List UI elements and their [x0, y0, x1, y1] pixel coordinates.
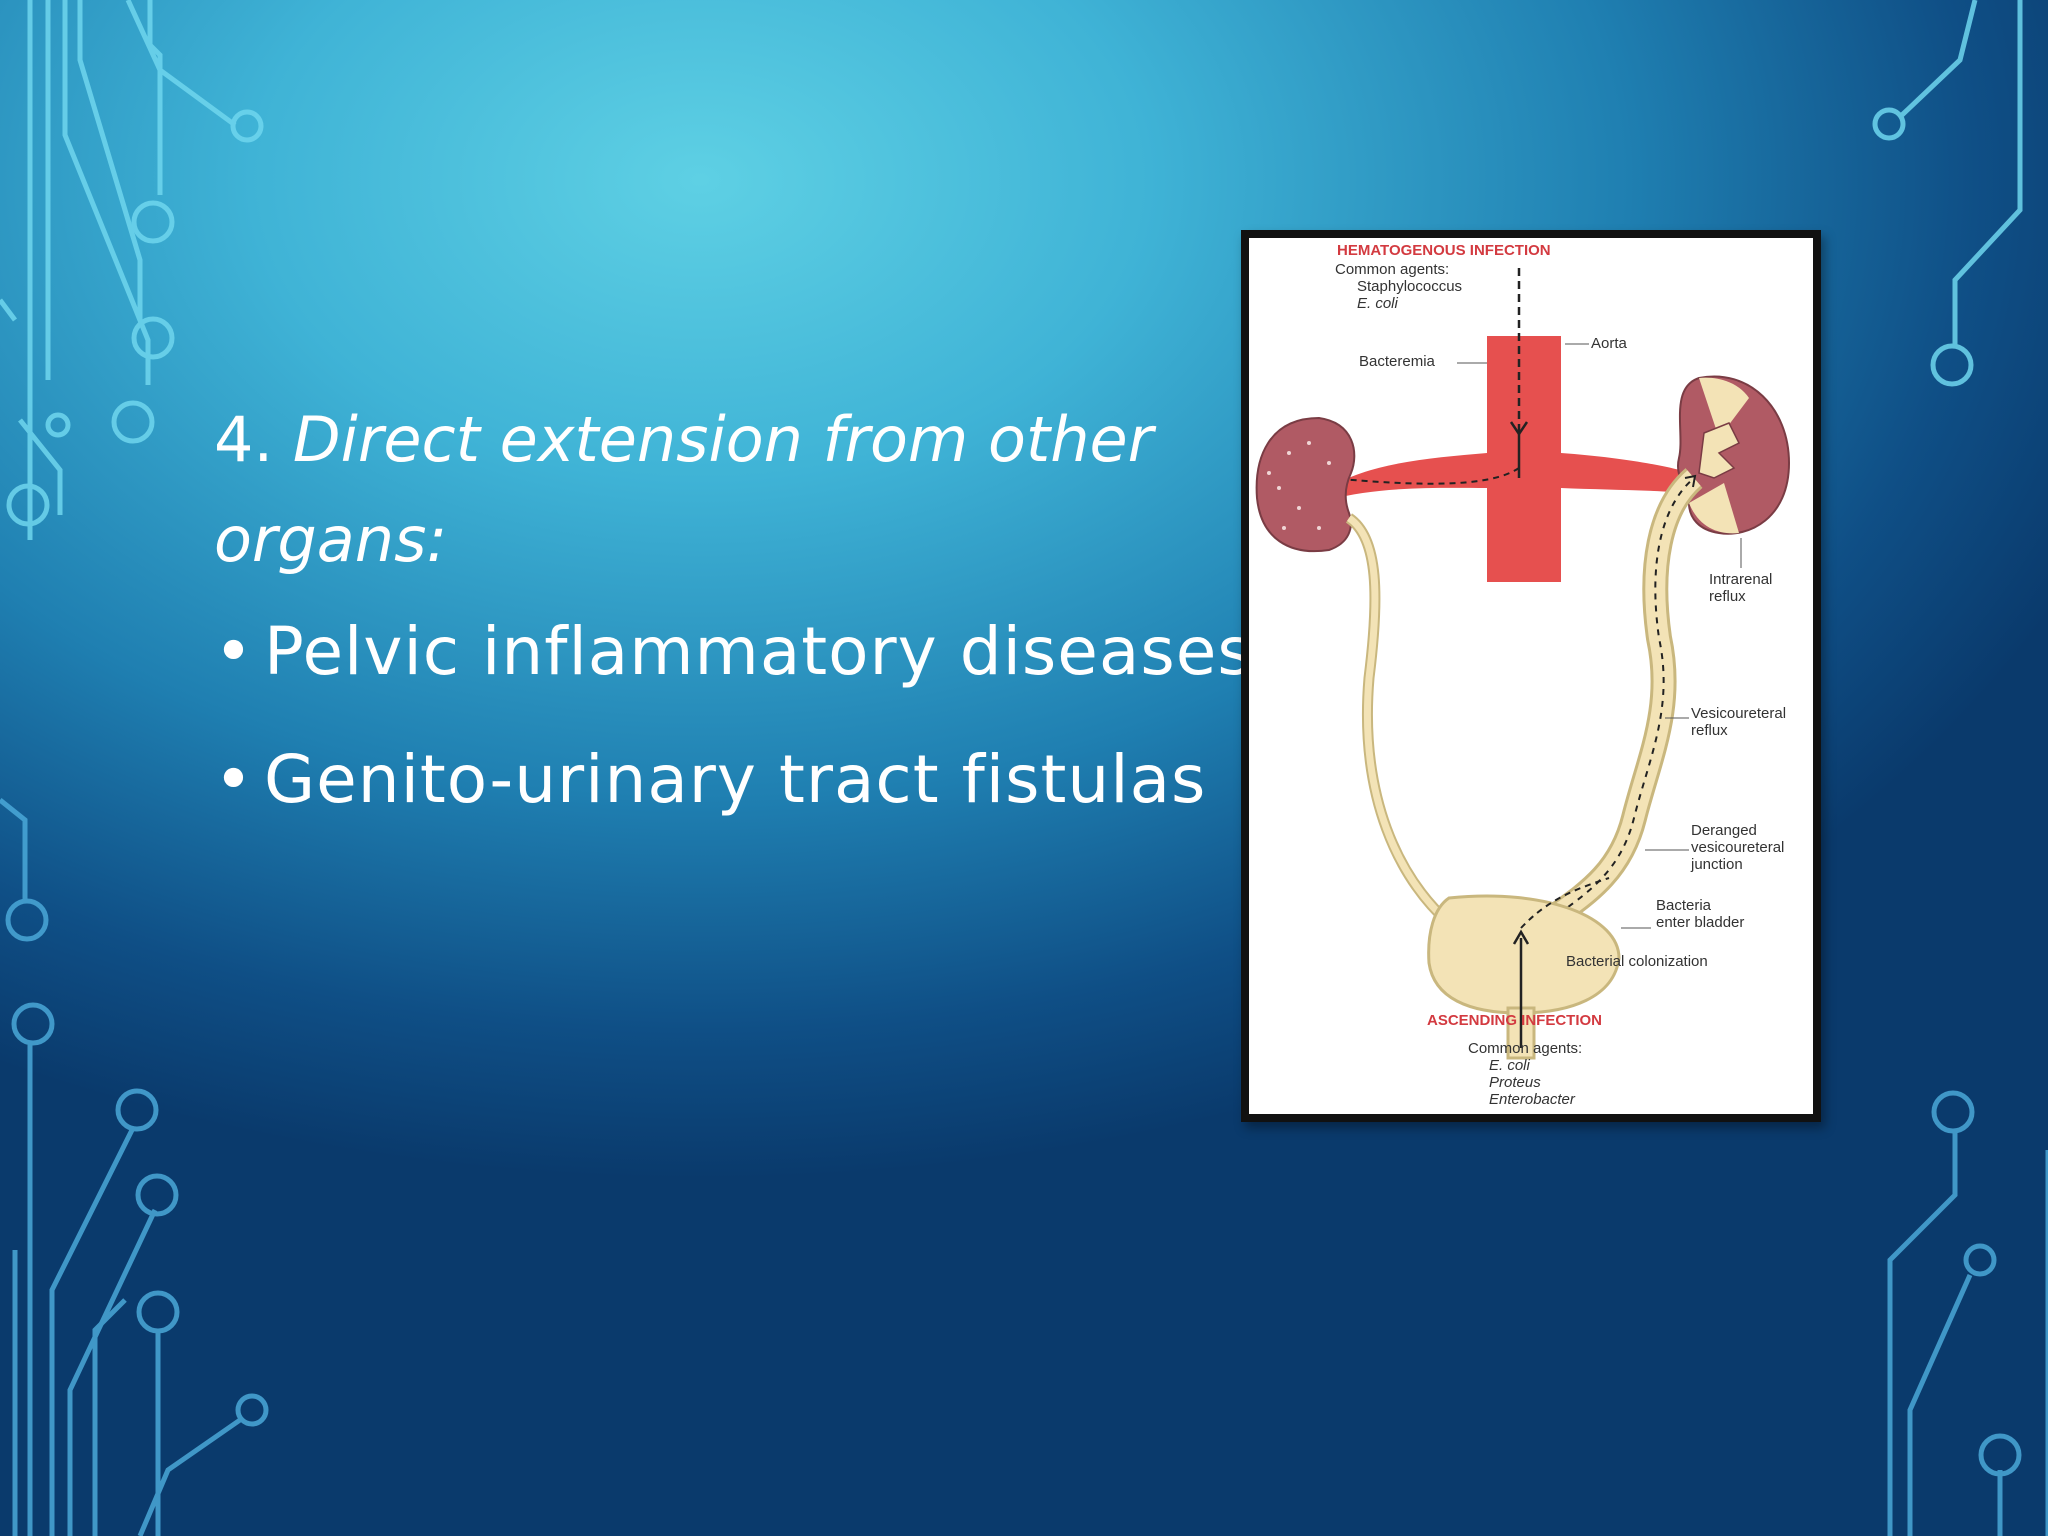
slide-heading: 4. Direct extension from other organs:	[214, 390, 1234, 590]
aorta-label: Aorta	[1591, 335, 1628, 352]
bacteria-label: Bacteria	[1656, 897, 1712, 914]
bottom-agent: E. coli	[1489, 1057, 1531, 1074]
intrarenal-label: Intrarenal	[1709, 571, 1772, 588]
bacteremia-label: Bacteremia	[1359, 353, 1436, 370]
infection-diagram: HEMATOGENOUS INFECTION Common agents: St…	[1241, 230, 1821, 1122]
bottom-agents-label: Common agents:	[1468, 1040, 1582, 1057]
bullet-icon: •	[214, 741, 254, 818]
colonization-label: Bacterial colonization	[1566, 953, 1708, 970]
right-kidney	[1676, 375, 1791, 535]
deranged-label: Deranged	[1691, 822, 1757, 839]
top-agent: E. coli	[1357, 295, 1399, 312]
bottom-agent: Proteus	[1489, 1074, 1541, 1091]
heading-number: 4.	[214, 403, 274, 476]
bullet-list: •Pelvic inflammatory diseases •Genito-ur…	[214, 612, 1252, 820]
bacteria-label-2: enter bladder	[1656, 914, 1744, 931]
heading-text: Direct extension from other organs:	[214, 403, 1154, 576]
list-item: •Pelvic inflammatory diseases	[214, 612, 1252, 692]
list-item: •Genito-urinary tract fistulas	[214, 740, 1234, 820]
bullet-text: Pelvic inflammatory diseases	[264, 613, 1253, 690]
bottom-agent: Enterobacter	[1489, 1091, 1576, 1108]
bullet-icon: •	[214, 613, 254, 690]
bladder	[1427, 894, 1621, 1060]
top-agents-label: Common agents:	[1335, 261, 1449, 278]
ascending-title: ASCENDING INFECTION	[1427, 1012, 1602, 1029]
top-agent: Staphylococcus	[1357, 278, 1462, 295]
slide-content: 4. Direct extension from other organs: •…	[214, 390, 1252, 868]
aorta-shape	[1329, 336, 1699, 582]
deranged-label-2: vesicoureteral	[1691, 839, 1784, 856]
left-kidney	[1255, 416, 1356, 553]
bullet-text: Genito-urinary tract fistulas	[264, 741, 1207, 818]
vesicoureteral-label: Vesicoureteral	[1691, 705, 1786, 722]
deranged-label-3: junction	[1690, 856, 1743, 873]
intrarenal-label-2: reflux	[1709, 588, 1746, 605]
vesicoureteral-label-2: reflux	[1691, 722, 1728, 739]
hematogenous-title: HEMATOGENOUS INFECTION	[1337, 242, 1551, 259]
